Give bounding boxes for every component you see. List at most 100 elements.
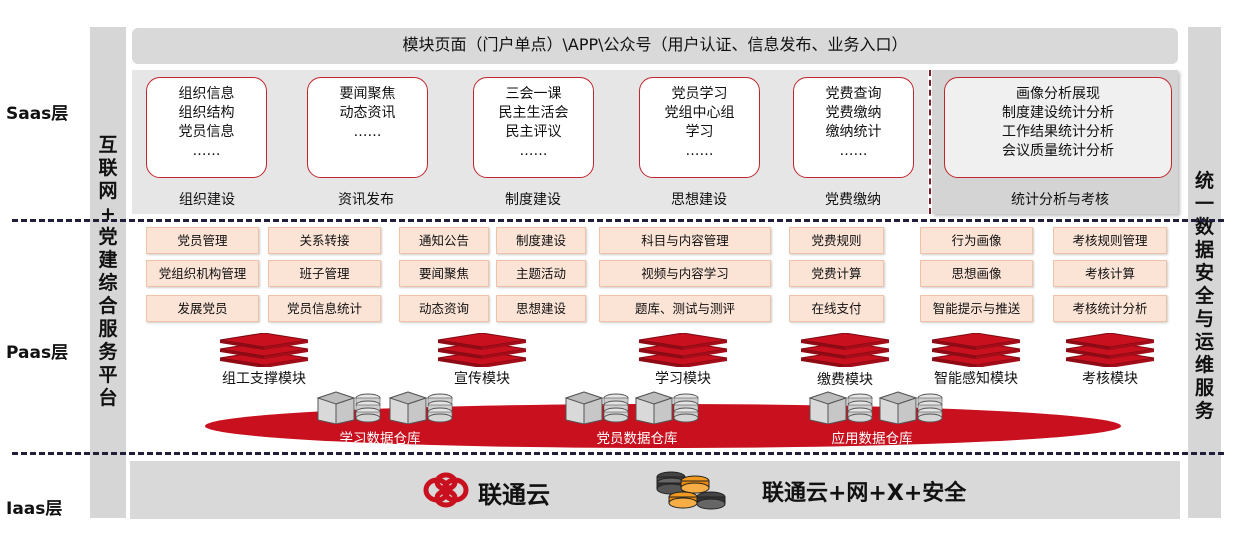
right-platform-char: 维 — [1194, 354, 1214, 376]
right-platform-char: 安 — [1194, 262, 1214, 284]
stats-card-item: 制度建设统计分析 — [1002, 105, 1114, 121]
database-server-icon — [564, 388, 634, 425]
database-coins-icon — [653, 467, 729, 511]
paas-function-pill: 行为画像 — [920, 227, 1033, 254]
right-platform-char: 服 — [1194, 377, 1214, 399]
saas-card: 三会一课民主生活会民主评议 …… — [473, 77, 594, 178]
saas-card-caption: 组织建设 — [179, 192, 235, 208]
layer-divider-top — [12, 219, 1224, 222]
paas-function-pill: 要闻聚焦 — [399, 260, 489, 287]
saas-card-item: …… — [353, 124, 382, 140]
paas-function-pill: 党组织机构管理 — [146, 260, 259, 287]
layer-stack-icon — [1062, 332, 1158, 368]
saas-card-item: 党员学习 — [671, 86, 728, 102]
database-server-icon — [878, 388, 948, 425]
left-platform-char: 网 — [98, 180, 118, 202]
database-server-icon — [316, 388, 386, 425]
left-platform-char: + — [100, 203, 116, 225]
iaas-slogan: 联通云+网+X+安全 — [762, 481, 967, 506]
left-platform-char: 服 — [98, 318, 118, 340]
unicom-cloud-logo-icon — [420, 470, 472, 510]
layer-stack-icon — [216, 332, 312, 368]
layer-stack-icon — [928, 332, 1024, 368]
saas-card: 要闻聚焦动态资讯 …… — [307, 77, 428, 178]
layer-stack-icon — [797, 332, 893, 368]
database-server-icon — [634, 388, 704, 425]
iaas-panel — [130, 461, 1180, 519]
saas-card-item: …… — [519, 143, 548, 159]
warehouse-label: 学习数据仓库 — [339, 431, 421, 447]
right-platform-column — [1188, 27, 1221, 518]
stats-divider — [929, 70, 931, 214]
saas-card-caption: 党费缴纳 — [825, 192, 881, 208]
saas-card-item: …… — [192, 143, 221, 159]
warehouse-label: 应用数据仓库 — [831, 431, 913, 447]
stats-card-item: 画像分析展现 — [1016, 86, 1100, 102]
left-platform-char: 互 — [98, 134, 118, 156]
paas-function-pill: 党费计算 — [789, 260, 884, 287]
saas-card-item: 党员信息 — [178, 124, 235, 140]
database-server-icon — [388, 388, 458, 425]
saas-layer-label: Saas层 — [6, 104, 69, 124]
right-platform-char: 与 — [1194, 308, 1214, 330]
saas-card-item: 缴纳统计 — [825, 124, 882, 140]
saas-card-item: 党费查询 — [825, 86, 882, 102]
module-label: 组工支撑模块 — [222, 371, 306, 387]
paas-function-pill: 智能提示与推送 — [920, 295, 1033, 322]
right-platform-char: 运 — [1194, 331, 1214, 353]
saas-card: 组织信息组织结构党员信息…… — [146, 77, 267, 178]
paas-function-pill: 考核计算 — [1053, 260, 1167, 287]
saas-card-item: 动态资讯 — [339, 105, 396, 121]
paas-function-pill: 发展党员 — [146, 295, 259, 322]
saas-card-caption: 制度建设 — [505, 192, 561, 208]
paas-function-pill: 班子管理 — [268, 260, 381, 287]
right-platform-char: 务 — [1194, 400, 1214, 422]
right-platform-char: 全 — [1194, 285, 1214, 307]
right-platform-char: 一 — [1194, 193, 1214, 215]
paas-function-pill: 党员管理 — [146, 227, 259, 254]
left-platform-char: 台 — [98, 387, 118, 409]
paas-function-pill: 主题活动 — [496, 260, 586, 287]
module-label: 智能感知模块 — [934, 371, 1018, 387]
iaas-brand: 联通云 — [478, 481, 550, 509]
paas-function-pill: 视频与内容学习 — [599, 260, 771, 287]
paas-function-pill: 党费规则 — [789, 227, 884, 254]
left-platform-title: 互联网+党建综合服务平台 — [90, 134, 126, 410]
left-platform-char: 联 — [98, 157, 118, 179]
paas-function-pill: 关系转接 — [268, 227, 381, 254]
saas-card: 党费查询党费缴纳缴纳统计…… — [793, 77, 914, 178]
stats-card-item: 工作结果统计分析 — [1002, 124, 1114, 140]
iaas-layer-label: Iaas层 — [6, 499, 63, 519]
right-platform-char: 据 — [1194, 239, 1214, 261]
database-server-icon — [808, 388, 878, 425]
paas-function-pill: 考核规则管理 — [1053, 227, 1167, 254]
stats-card-caption: 统计分析与考核 — [1011, 192, 1109, 208]
saas-card-item: 组织结构 — [178, 105, 235, 121]
paas-function-pill: 思想建设 — [496, 295, 586, 322]
saas-card-item: …… — [685, 143, 714, 159]
stats-card: 画像分析展现制度建设统计分析工作结果统计分析会议质量统计分析 — [944, 77, 1172, 178]
left-platform-char: 平 — [98, 364, 118, 386]
paas-layer-label: Paas层 — [6, 343, 69, 363]
saas-card-item: 党组中心组 — [664, 105, 735, 121]
paas-function-pill: 党员信息统计 — [268, 295, 381, 322]
left-platform-column — [90, 27, 126, 518]
stats-card-item: 会议质量统计分析 — [1002, 143, 1114, 159]
saas-card-item: 三会一课 — [505, 86, 562, 102]
saas-card-item: 学习 — [685, 124, 714, 140]
paas-function-pill: 思想画像 — [920, 260, 1033, 287]
right-platform-title: 统一数据安全与运维服务 — [1188, 170, 1221, 423]
paas-function-pill: 动态资询 — [399, 295, 489, 322]
saas-card-item: 要闻聚焦 — [339, 86, 396, 102]
layer-stack-icon — [434, 332, 530, 368]
saas-card: 党员学习党组中心组学习 …… — [639, 77, 760, 178]
left-platform-char: 党 — [98, 226, 118, 248]
module-label: 学习模块 — [655, 371, 711, 387]
paas-function-pill: 考核统计分析 — [1053, 295, 1167, 322]
saas-card-item: 党费缴纳 — [825, 105, 882, 121]
saas-card-item: 民主评议 — [505, 124, 562, 140]
saas-card-caption: 资讯发布 — [338, 192, 394, 208]
module-label: 宣传模块 — [454, 371, 510, 387]
module-label: 考核模块 — [1082, 371, 1138, 387]
saas-card-item: 民主生活会 — [498, 105, 569, 121]
